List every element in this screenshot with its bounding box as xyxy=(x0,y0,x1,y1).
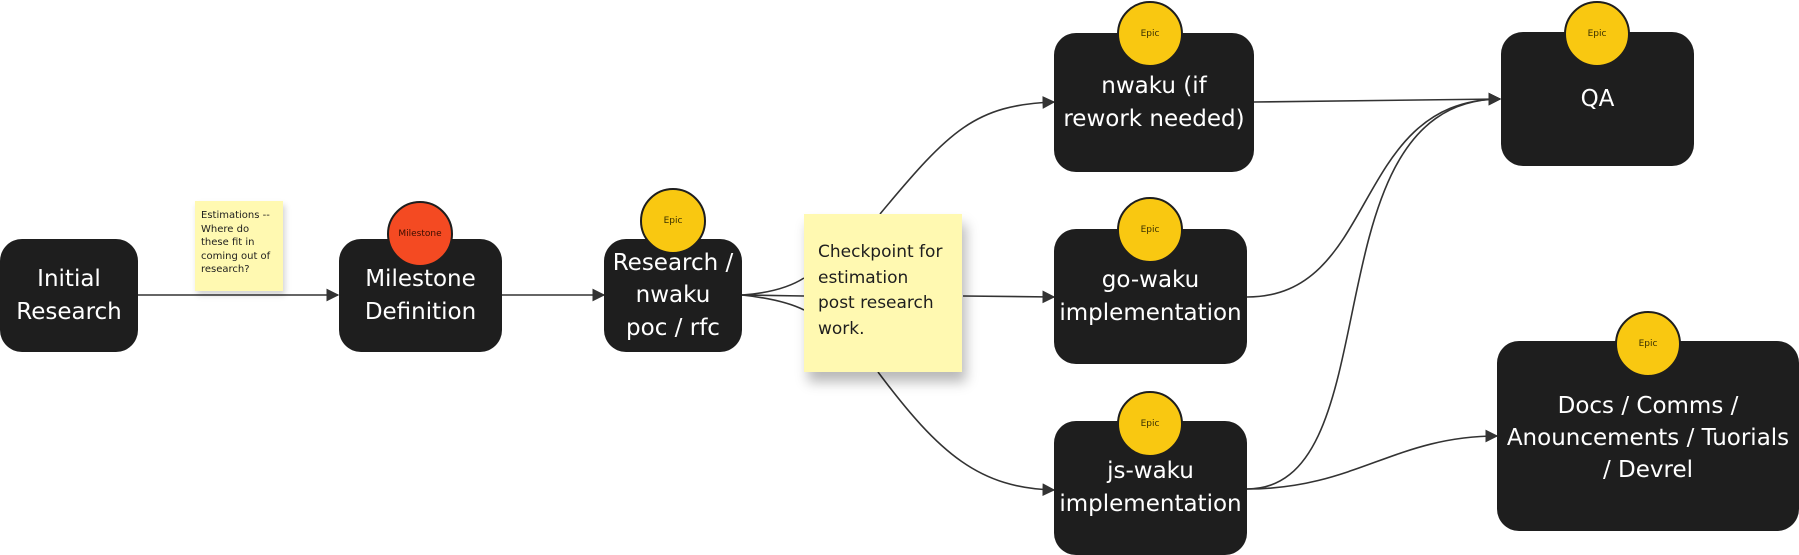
js-waku-label: js-waku implementation xyxy=(1059,458,1242,517)
milestone-badge-label: Milestone xyxy=(398,229,442,239)
edge-checkpoint-to-go-waku xyxy=(962,290,1056,304)
nwaku-node[interactable]: nwaku (if rework needed) xyxy=(1054,33,1254,172)
estimations-sticky-note[interactable]: Estimations -- Where do these fit in com… xyxy=(195,201,283,291)
edge-js-waku-to-qa xyxy=(1246,92,1502,490)
go-waku-epic-badge: Epic xyxy=(1117,197,1183,263)
edge-checkpoint-to-js-waku xyxy=(877,371,1056,497)
checkpoint-note-text: Checkpoint for estimation post research … xyxy=(818,242,943,339)
edge-research-to-checkpoint-a xyxy=(741,277,805,296)
qa-epic-badge: Epic xyxy=(1564,1,1630,67)
edge-go-waku-to-qa xyxy=(1246,92,1502,298)
edge-research-to-checkpoint-c xyxy=(741,294,805,311)
js-waku-epic-badge: Epic xyxy=(1117,391,1183,457)
research-epic-badge-label: Epic xyxy=(663,216,683,226)
go-waku-label: go-waku implementation xyxy=(1059,266,1242,326)
research-poc-label: Research / nwaku poc / rfc xyxy=(612,249,734,341)
milestone-definition-label: Milestone Definition xyxy=(364,265,477,325)
initial-research-node[interactable]: Initial Research xyxy=(0,239,138,352)
js-waku-epic-badge-label: Epic xyxy=(1140,419,1160,429)
qa-label: QA xyxy=(1580,85,1615,112)
initial-research-label: Initial Research xyxy=(16,265,122,325)
nwaku-epic-badge: Epic xyxy=(1117,1,1183,67)
milestone-badge: Milestone xyxy=(387,201,453,267)
edge-nwaku-to-qa xyxy=(1253,92,1502,106)
estimations-note-text: Estimations -- Where do these fit in com… xyxy=(201,210,271,275)
research-epic-badge: Epic xyxy=(640,188,706,254)
research-poc-node[interactable]: Research / nwaku poc / rfc xyxy=(604,239,742,352)
go-waku-epic-badge-label: Epic xyxy=(1140,225,1160,235)
qa-epic-badge-label: Epic xyxy=(1587,29,1607,39)
edge-js-waku-to-docs xyxy=(1246,429,1499,490)
checkpoint-sticky-note[interactable]: Checkpoint for estimation post research … xyxy=(804,214,962,372)
nwaku-label: nwaku (if rework needed) xyxy=(1063,72,1245,132)
docs-node[interactable]: Docs / Comms / Anouncements / Tuorials /… xyxy=(1497,341,1799,531)
docs-epic-badge: Epic xyxy=(1615,311,1681,377)
docs-label: Docs / Comms / Anouncements / Tuorials /… xyxy=(1506,393,1790,483)
edge-checkpoint-to-nwaku xyxy=(879,96,1056,215)
docs-epic-badge-label: Epic xyxy=(1638,339,1658,349)
nwaku-epic-badge-label: Epic xyxy=(1140,29,1160,39)
edge-research-to-checkpoint-b xyxy=(741,294,805,297)
